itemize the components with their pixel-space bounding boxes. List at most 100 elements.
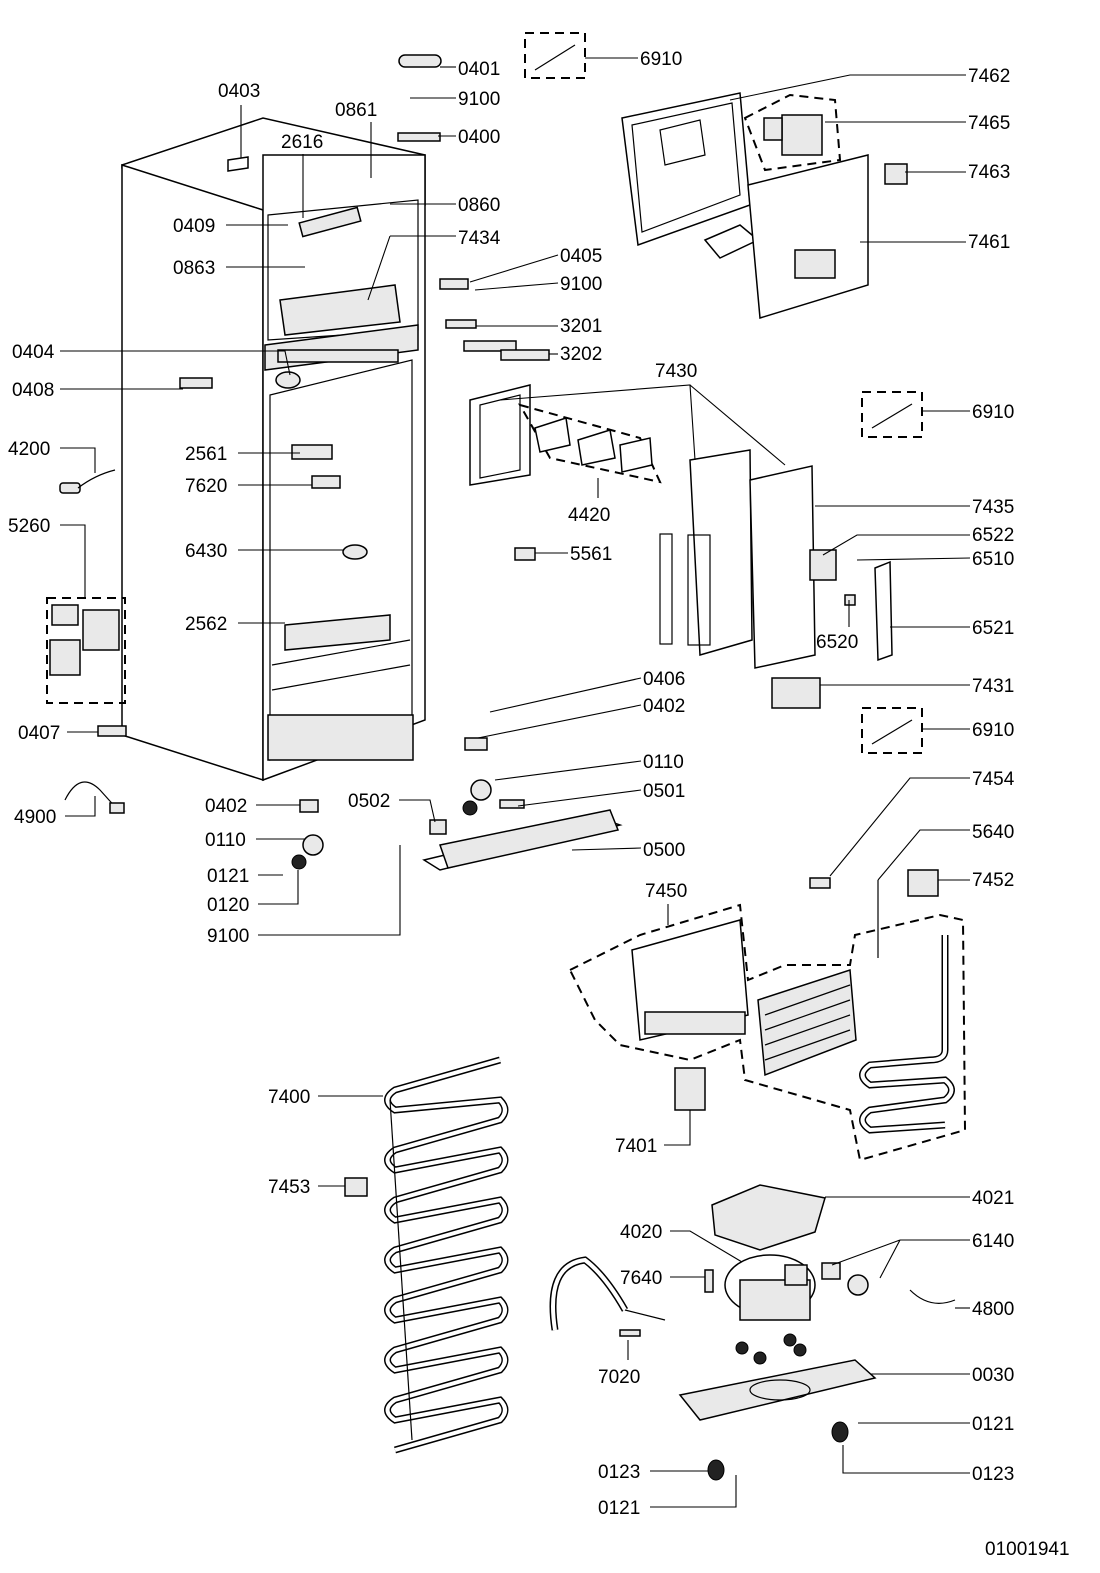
part-number-label-7400: 7400 <box>268 1087 310 1108</box>
part-number-label-0120: 0120 <box>207 895 249 916</box>
sub-kit-boxes <box>524 32 923 754</box>
part-number-label-0403: 0403 <box>218 81 260 102</box>
part-number-label-5260: 5260 <box>8 516 50 537</box>
part-number-label-0405: 0405 <box>560 246 602 267</box>
callout-leader-0404 <box>60 350 291 376</box>
part-number-label-9100: 9100 <box>560 274 602 295</box>
diagram-code: 01001941 <box>985 1539 1070 1560</box>
callout-leader-7401 <box>664 1110 691 1146</box>
part-number-label-7435: 7435 <box>972 497 1014 518</box>
part-number-label-2562: 2562 <box>185 614 227 635</box>
callout-leader-6522 <box>822 534 970 556</box>
part-number-label-0110: 0110 <box>643 752 684 773</box>
callout-leader-7454 <box>829 777 970 877</box>
part-number-label-6910: 6910 <box>972 720 1014 741</box>
refrigerator-cabinet <box>121 117 426 782</box>
part-number-label-7020: 7020 <box>598 1367 640 1388</box>
evaporator-assembly <box>568 880 967 1162</box>
part-number-label-0121: 0121 <box>207 866 249 887</box>
part-number-label-0409: 0409 <box>173 216 215 237</box>
part-number-label-7450: 7450 <box>645 881 687 902</box>
part-number-label-7431: 7431 <box>972 676 1014 697</box>
part-number-label-7401: 7401 <box>615 1136 657 1157</box>
part-number-label-5640: 5640 <box>972 822 1014 843</box>
part-number-label-6910: 6910 <box>640 49 682 70</box>
callout-leader-4200 <box>60 447 96 473</box>
part-number-label-7452: 7452 <box>972 870 1014 891</box>
callout-leader-0500 <box>571 847 642 851</box>
part-number-label-0030: 0030 <box>972 1365 1014 1386</box>
part-number-label-7463: 7463 <box>968 162 1010 183</box>
callout-leader-0406 <box>489 677 642 713</box>
part-number-label-7430: 7430 <box>655 361 697 382</box>
callout-leader-0110 <box>494 760 642 781</box>
part-number-label-0404: 0404 <box>12 342 55 363</box>
part-number-label-2616: 2616 <box>281 132 323 153</box>
condenser-coil <box>384 1056 509 1454</box>
part-number-label-0408: 0408 <box>12 380 54 401</box>
part-number-label-0123: 0123 <box>598 1462 640 1483</box>
part-number-label-9100: 9100 <box>207 926 249 947</box>
part-number-label-6430: 6430 <box>185 541 227 562</box>
callout-leader-0501 <box>517 789 642 807</box>
part-number-label-5561: 5561 <box>570 544 612 565</box>
hinge-and-trim-parts <box>97 54 939 897</box>
part-number-label-0861: 0861 <box>335 100 377 121</box>
callout-leader-0502 <box>399 799 436 823</box>
callout-leader-0120 <box>258 870 299 905</box>
part-number-label-0500: 0500 <box>643 840 685 861</box>
part-number-label-6521: 6521 <box>972 618 1014 639</box>
part-number-label-7640: 7640 <box>620 1268 662 1289</box>
callout-leader-6140 <box>831 1239 970 1279</box>
compressor-assembly <box>549 1184 956 1481</box>
part-number-label-3201: 3201 <box>560 316 602 337</box>
part-number-label-0863: 0863 <box>173 258 215 279</box>
callout-leader-4020 <box>670 1230 743 1263</box>
part-number-label-7434: 7434 <box>458 228 501 249</box>
part-number-label-6140: 6140 <box>972 1231 1014 1252</box>
callout-layer: 0401910004006910746274657463746104030861… <box>8 49 1015 1519</box>
part-number-label-6510: 6510 <box>972 549 1014 570</box>
part-number-label-4200: 4200 <box>8 439 50 460</box>
part-number-label-7454: 7454 <box>972 769 1015 790</box>
part-number-label-9100: 9100 <box>458 89 500 110</box>
part-number-label-6910: 6910 <box>972 402 1014 423</box>
part-number-label-2561: 2561 <box>185 444 227 465</box>
part-number-label-0501: 0501 <box>643 781 685 802</box>
part-number-label-0860: 0860 <box>458 195 500 216</box>
part-number-label-3202: 3202 <box>560 344 602 365</box>
callout-leader-0405 <box>469 254 559 283</box>
part-number-label-7453: 7453 <box>268 1177 310 1198</box>
part-number-label-0123: 0123 <box>972 1464 1014 1485</box>
freezer-fan-assembly <box>621 92 908 319</box>
callout-leader-9100 <box>258 845 401 936</box>
part-number-label-7462: 7462 <box>968 66 1010 87</box>
part-number-label-0401: 0401 <box>458 59 500 80</box>
part-number-label-6522: 6522 <box>972 525 1014 546</box>
callout-leader-0121 <box>650 1475 737 1508</box>
callout-leader-4900 <box>65 796 96 817</box>
callout-leader-6510 <box>856 557 971 561</box>
part-number-label-7461: 7461 <box>968 232 1010 253</box>
callout-leader-7430 <box>499 384 786 466</box>
part-number-label-4800: 4800 <box>972 1299 1014 1320</box>
part-number-label-0502: 0502 <box>348 791 390 812</box>
callout-leader-0123 <box>842 1445 970 1474</box>
part-number-label-6520: 6520 <box>816 632 858 653</box>
part-number-label-4900: 4900 <box>14 807 56 828</box>
part-number-label-4420: 4420 <box>568 505 610 526</box>
part-number-label-0406: 0406 <box>643 669 685 690</box>
part-number-label-4021: 4021 <box>972 1188 1014 1209</box>
small-electrical-parts <box>46 469 368 1197</box>
part-number-label-7465: 7465 <box>968 113 1010 134</box>
part-number-label-0110: 0110 <box>205 830 246 851</box>
callout-leader-9100 <box>474 282 559 291</box>
callout-leader-5260 <box>60 524 86 598</box>
part-number-label-0121: 0121 <box>598 1498 640 1519</box>
callout-leader-5640 <box>877 829 970 881</box>
callout-leader-7462 <box>729 74 966 101</box>
part-number-label-4020: 4020 <box>620 1222 662 1243</box>
part-number-label-7620: 7620 <box>185 476 227 497</box>
